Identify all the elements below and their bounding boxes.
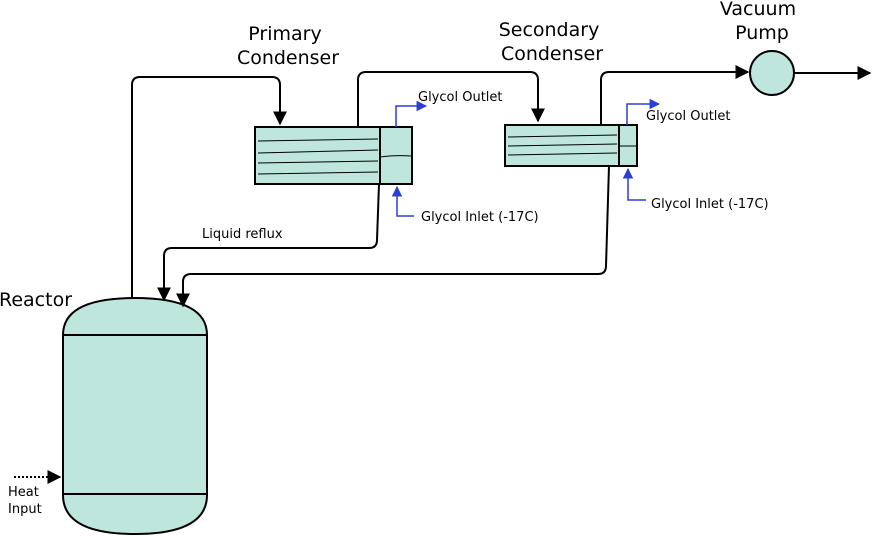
secondary-condenser-label-line2: Condenser bbox=[501, 43, 603, 65]
heat-input-label-line2: Input bbox=[8, 502, 42, 517]
secondary-condenser-label-line1: Secondary bbox=[499, 19, 600, 41]
reflux-line-primary bbox=[157, 183, 380, 302]
reflux-line-secondary bbox=[176, 165, 610, 308]
primary-glycol-outlet-line bbox=[395, 100, 428, 127]
reactor-label: Reactor bbox=[0, 289, 72, 311]
secondary-glycol-inlet-line bbox=[622, 167, 646, 201]
reactor-vessel bbox=[62, 296, 208, 536]
primary-condenser bbox=[254, 126, 413, 185]
vapor-line-secondary-to-pump bbox=[600, 65, 750, 125]
secondary-glycol-outlet-line bbox=[626, 98, 661, 125]
vacuum-pump-label-line1: Vacuum bbox=[720, 0, 796, 20]
liquid-reflux-label: Liquid reflux bbox=[202, 227, 283, 242]
vapor-line-reactor-to-primary bbox=[131, 76, 287, 298]
primary-condenser-label-line1: Primary bbox=[248, 23, 321, 45]
vacuum-pump bbox=[749, 50, 795, 96]
vacuum-pump-label-line2: Pump bbox=[735, 22, 789, 44]
secondary-glycol-inlet-label: Glycol Inlet (-17C) bbox=[651, 197, 769, 212]
primary-glycol-inlet-label: Glycol Inlet (-17C) bbox=[421, 210, 539, 225]
secondary-glycol-outlet-label: Glycol Outlet bbox=[646, 109, 731, 124]
primary-glycol-inlet-line bbox=[391, 185, 414, 217]
primary-condenser-label-line2: Condenser bbox=[237, 47, 339, 69]
vapor-line-primary-to-secondary bbox=[357, 71, 545, 127]
secondary-condenser bbox=[504, 124, 638, 167]
heat-input-label-line1: Heat bbox=[8, 485, 39, 500]
primary-glycol-outlet-label: Glycol Outlet bbox=[418, 90, 503, 105]
